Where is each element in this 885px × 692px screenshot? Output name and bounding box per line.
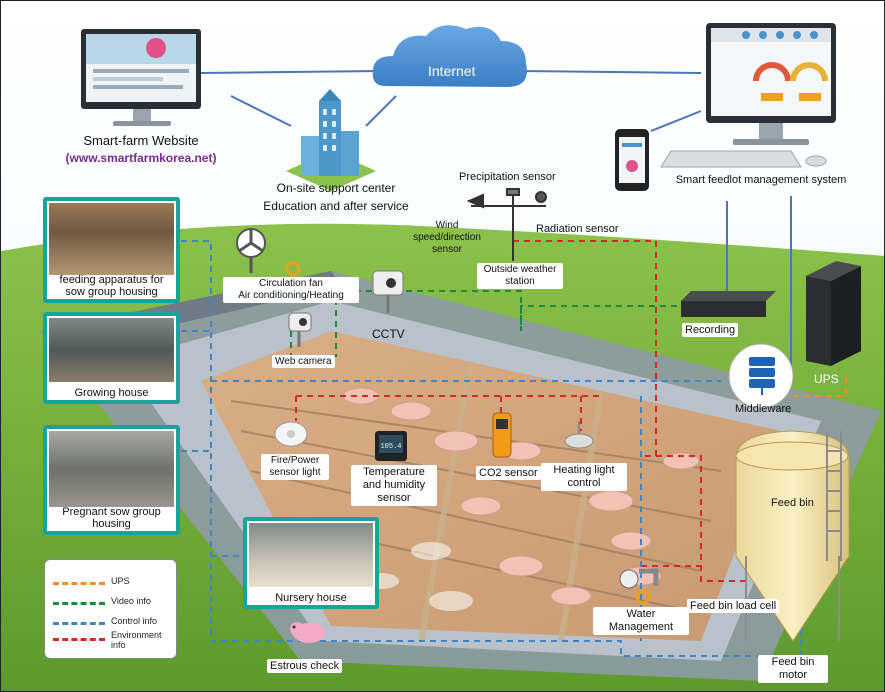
internet-cloud [372,25,527,88]
website-url: (www.smartfarmkorea.net) [65,151,217,165]
weather-station [466,188,547,261]
legend-swatch-environment [53,638,105,641]
circulation-fan [236,228,301,277]
co2-sensor-label: CO2 sensor [476,466,541,480]
web-camera [288,312,312,347]
ups-tower [806,261,861,366]
legend-item-control: Control info [53,616,173,630]
water-tap [619,568,659,605]
temp-display: 105.4 [380,443,401,451]
internet-label: Internet [428,63,476,79]
legend-swatch-video [53,602,105,605]
middleware-server [728,343,794,409]
legend-item-ups: UPS [53,576,173,590]
feedlot-system-label: Smart feedlot management system [675,174,847,186]
ups-label: UPS [814,372,839,386]
feed-bin-load-cell-label: Feed bin load cell [687,599,780,613]
estrous-check-label: Estrous check [267,659,343,673]
legend-swatch-ups [53,582,105,585]
legend-swatch-control [53,622,105,625]
heating-light [564,421,594,449]
middleware-label: Middleware [735,403,792,415]
temp-humidity-sensor [375,431,407,461]
support-center-title: On-site support center [276,181,396,195]
feedlot-monitor [660,23,836,168]
nursery-caption: Nursery house [275,592,347,604]
photo-growing-house: Growing house [43,312,180,404]
support-center-subtitle: Education and after service [263,199,409,213]
recording-device [681,291,776,317]
support-center-building [286,89,376,191]
growing-caption: Growing house [74,387,149,399]
photo-nursery-house: Nursery house [243,517,379,609]
cctv-label: CCTV [372,327,405,341]
pig-icon [290,622,325,643]
co2-sensor [492,412,512,458]
feed-bin-label: Feed bin [771,497,814,509]
smartphone [615,129,649,191]
feed-bin [735,430,850,642]
web-camera-label: Web camera [272,355,335,368]
recording-label: Recording [682,323,739,337]
cctv-camera [372,270,404,313]
legend-item-video: Video info [53,596,173,610]
fire-sensor [274,421,308,447]
precipitation-label: Precipitation sensor [459,171,556,183]
website-title: Smart-farm Website [83,133,199,148]
radiation-label: Radiation sensor [536,223,619,235]
website-monitor [81,29,201,126]
